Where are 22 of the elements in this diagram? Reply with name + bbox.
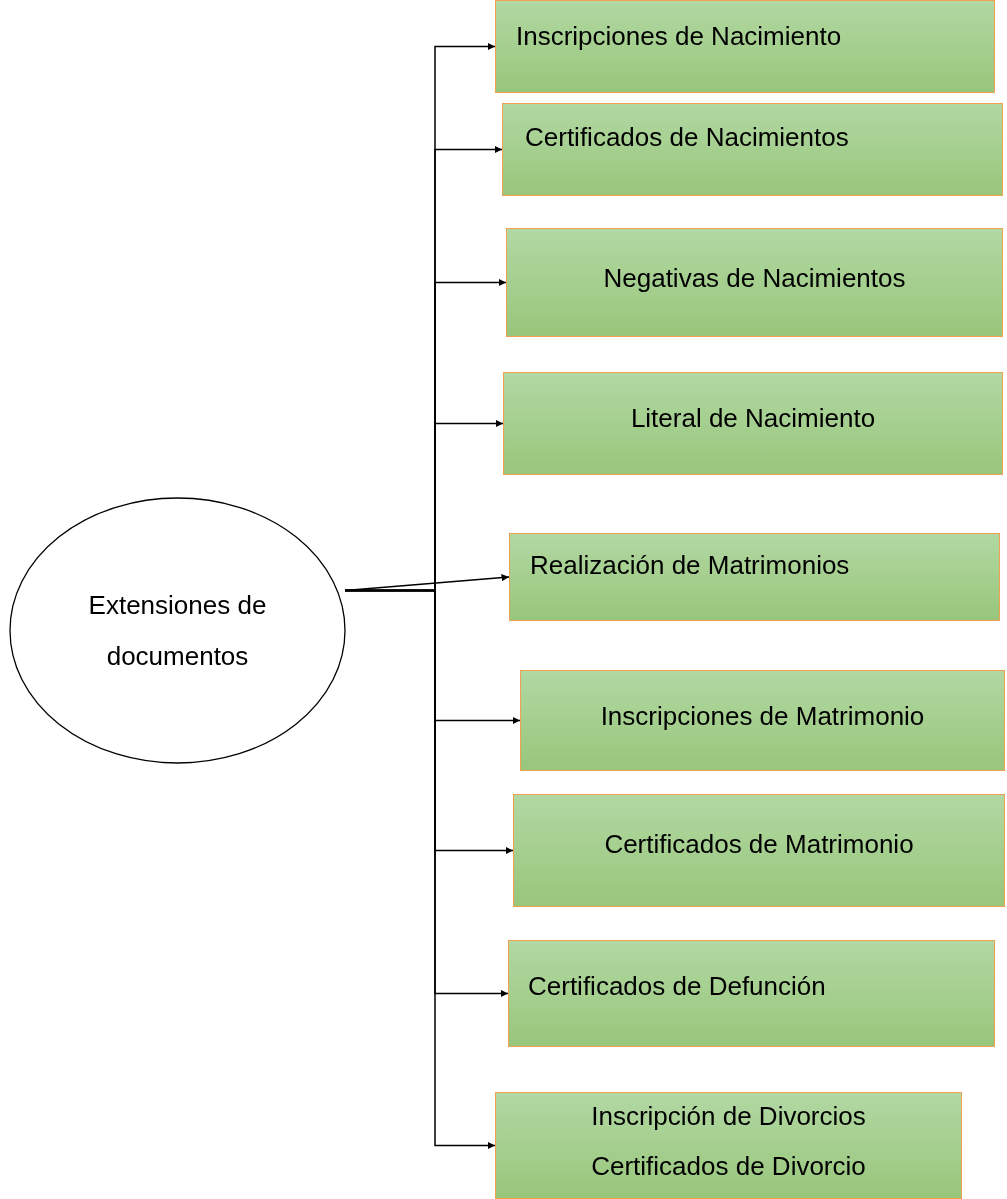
node-label: Inscripción de Divorcios (591, 1101, 866, 1132)
process-box (502, 103, 1003, 196)
node-label: Realización de Matrimonios (530, 550, 850, 581)
process-box (503, 372, 1003, 475)
node-label: Negativas de Nacimientos (603, 263, 906, 294)
process-box (509, 533, 1000, 621)
process-box (506, 228, 1003, 337)
arrow (344, 589, 496, 1150)
node-label: Certificados de Divorcio (591, 1151, 866, 1182)
node-label: Certificados de Defunción (528, 971, 826, 1002)
node-label: Extensiones de documentos (87, 588, 268, 673)
node-label: Certificados de Nacimientos (525, 122, 849, 153)
process-box (495, 1092, 962, 1199)
process-box (495, 0, 995, 93)
process-box (513, 794, 1005, 907)
node-label: Inscripciones de Matrimonio (600, 701, 925, 732)
node-label: Inscripciones de Nacimiento (516, 21, 842, 52)
process-box (520, 670, 1005, 771)
node-label: Certificados de Matrimonio (604, 829, 914, 860)
node-label: Literal de Nacimiento (630, 403, 876, 434)
process-box (508, 940, 995, 1047)
ellipse-node (9, 497, 346, 764)
